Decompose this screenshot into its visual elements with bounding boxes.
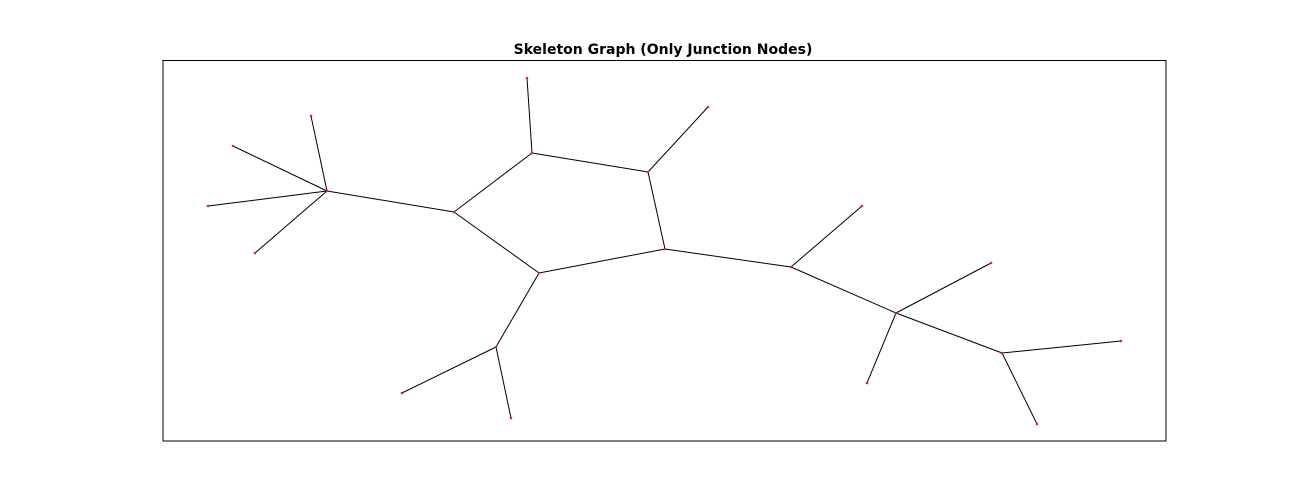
graph-node	[789, 265, 793, 269]
graph-edge	[664, 248, 792, 268]
graph-node	[253, 251, 257, 255]
graph-edge	[232, 145, 328, 192]
graph-node	[309, 114, 313, 118]
graph-node	[860, 204, 864, 208]
graph-edge	[1001, 352, 1038, 425]
graph-edge	[1001, 340, 1122, 354]
graph-node	[325, 189, 329, 193]
graph-edge	[310, 115, 328, 192]
graph-node	[663, 247, 667, 251]
plot-title: Skeleton Graph (Only Junction Nodes)	[514, 42, 813, 58]
graph-edge	[207, 190, 328, 207]
graph-node	[1000, 351, 1004, 355]
graph-edge	[495, 272, 540, 348]
graph-node	[400, 391, 404, 395]
graph-edge	[254, 190, 328, 254]
graph-node	[865, 381, 869, 385]
nodes-layer	[206, 76, 1123, 426]
graph-edge	[647, 106, 709, 173]
graph-edge	[453, 152, 533, 213]
graph-edge	[895, 262, 992, 314]
graph-node	[530, 151, 534, 155]
graph-node	[452, 210, 456, 214]
graph-edge	[866, 312, 897, 384]
graph-node	[646, 170, 650, 174]
graph-node	[537, 271, 541, 275]
graph-node	[231, 144, 235, 148]
graph-edge	[526, 77, 533, 154]
graph-node	[509, 416, 513, 420]
graph-node	[1119, 339, 1123, 343]
graph-edge	[538, 248, 666, 274]
graph-edge	[790, 205, 863, 268]
graph-edge	[647, 171, 666, 250]
graph-node	[1035, 422, 1039, 426]
graph-node	[525, 76, 529, 80]
graph-edge	[895, 312, 1003, 354]
graph-edge	[326, 190, 455, 213]
graph-edge	[495, 346, 512, 419]
graph-edge	[401, 346, 497, 394]
graph-node	[706, 105, 710, 109]
edges-layer	[207, 77, 1122, 425]
graph-node	[494, 345, 498, 349]
graph-node	[894, 311, 898, 315]
graph-node	[206, 204, 210, 208]
graph-edge	[531, 152, 649, 173]
plot-frame	[162, 60, 1167, 442]
graph-edge	[453, 211, 540, 274]
graph-edge	[790, 266, 897, 314]
graph-node	[989, 261, 993, 265]
